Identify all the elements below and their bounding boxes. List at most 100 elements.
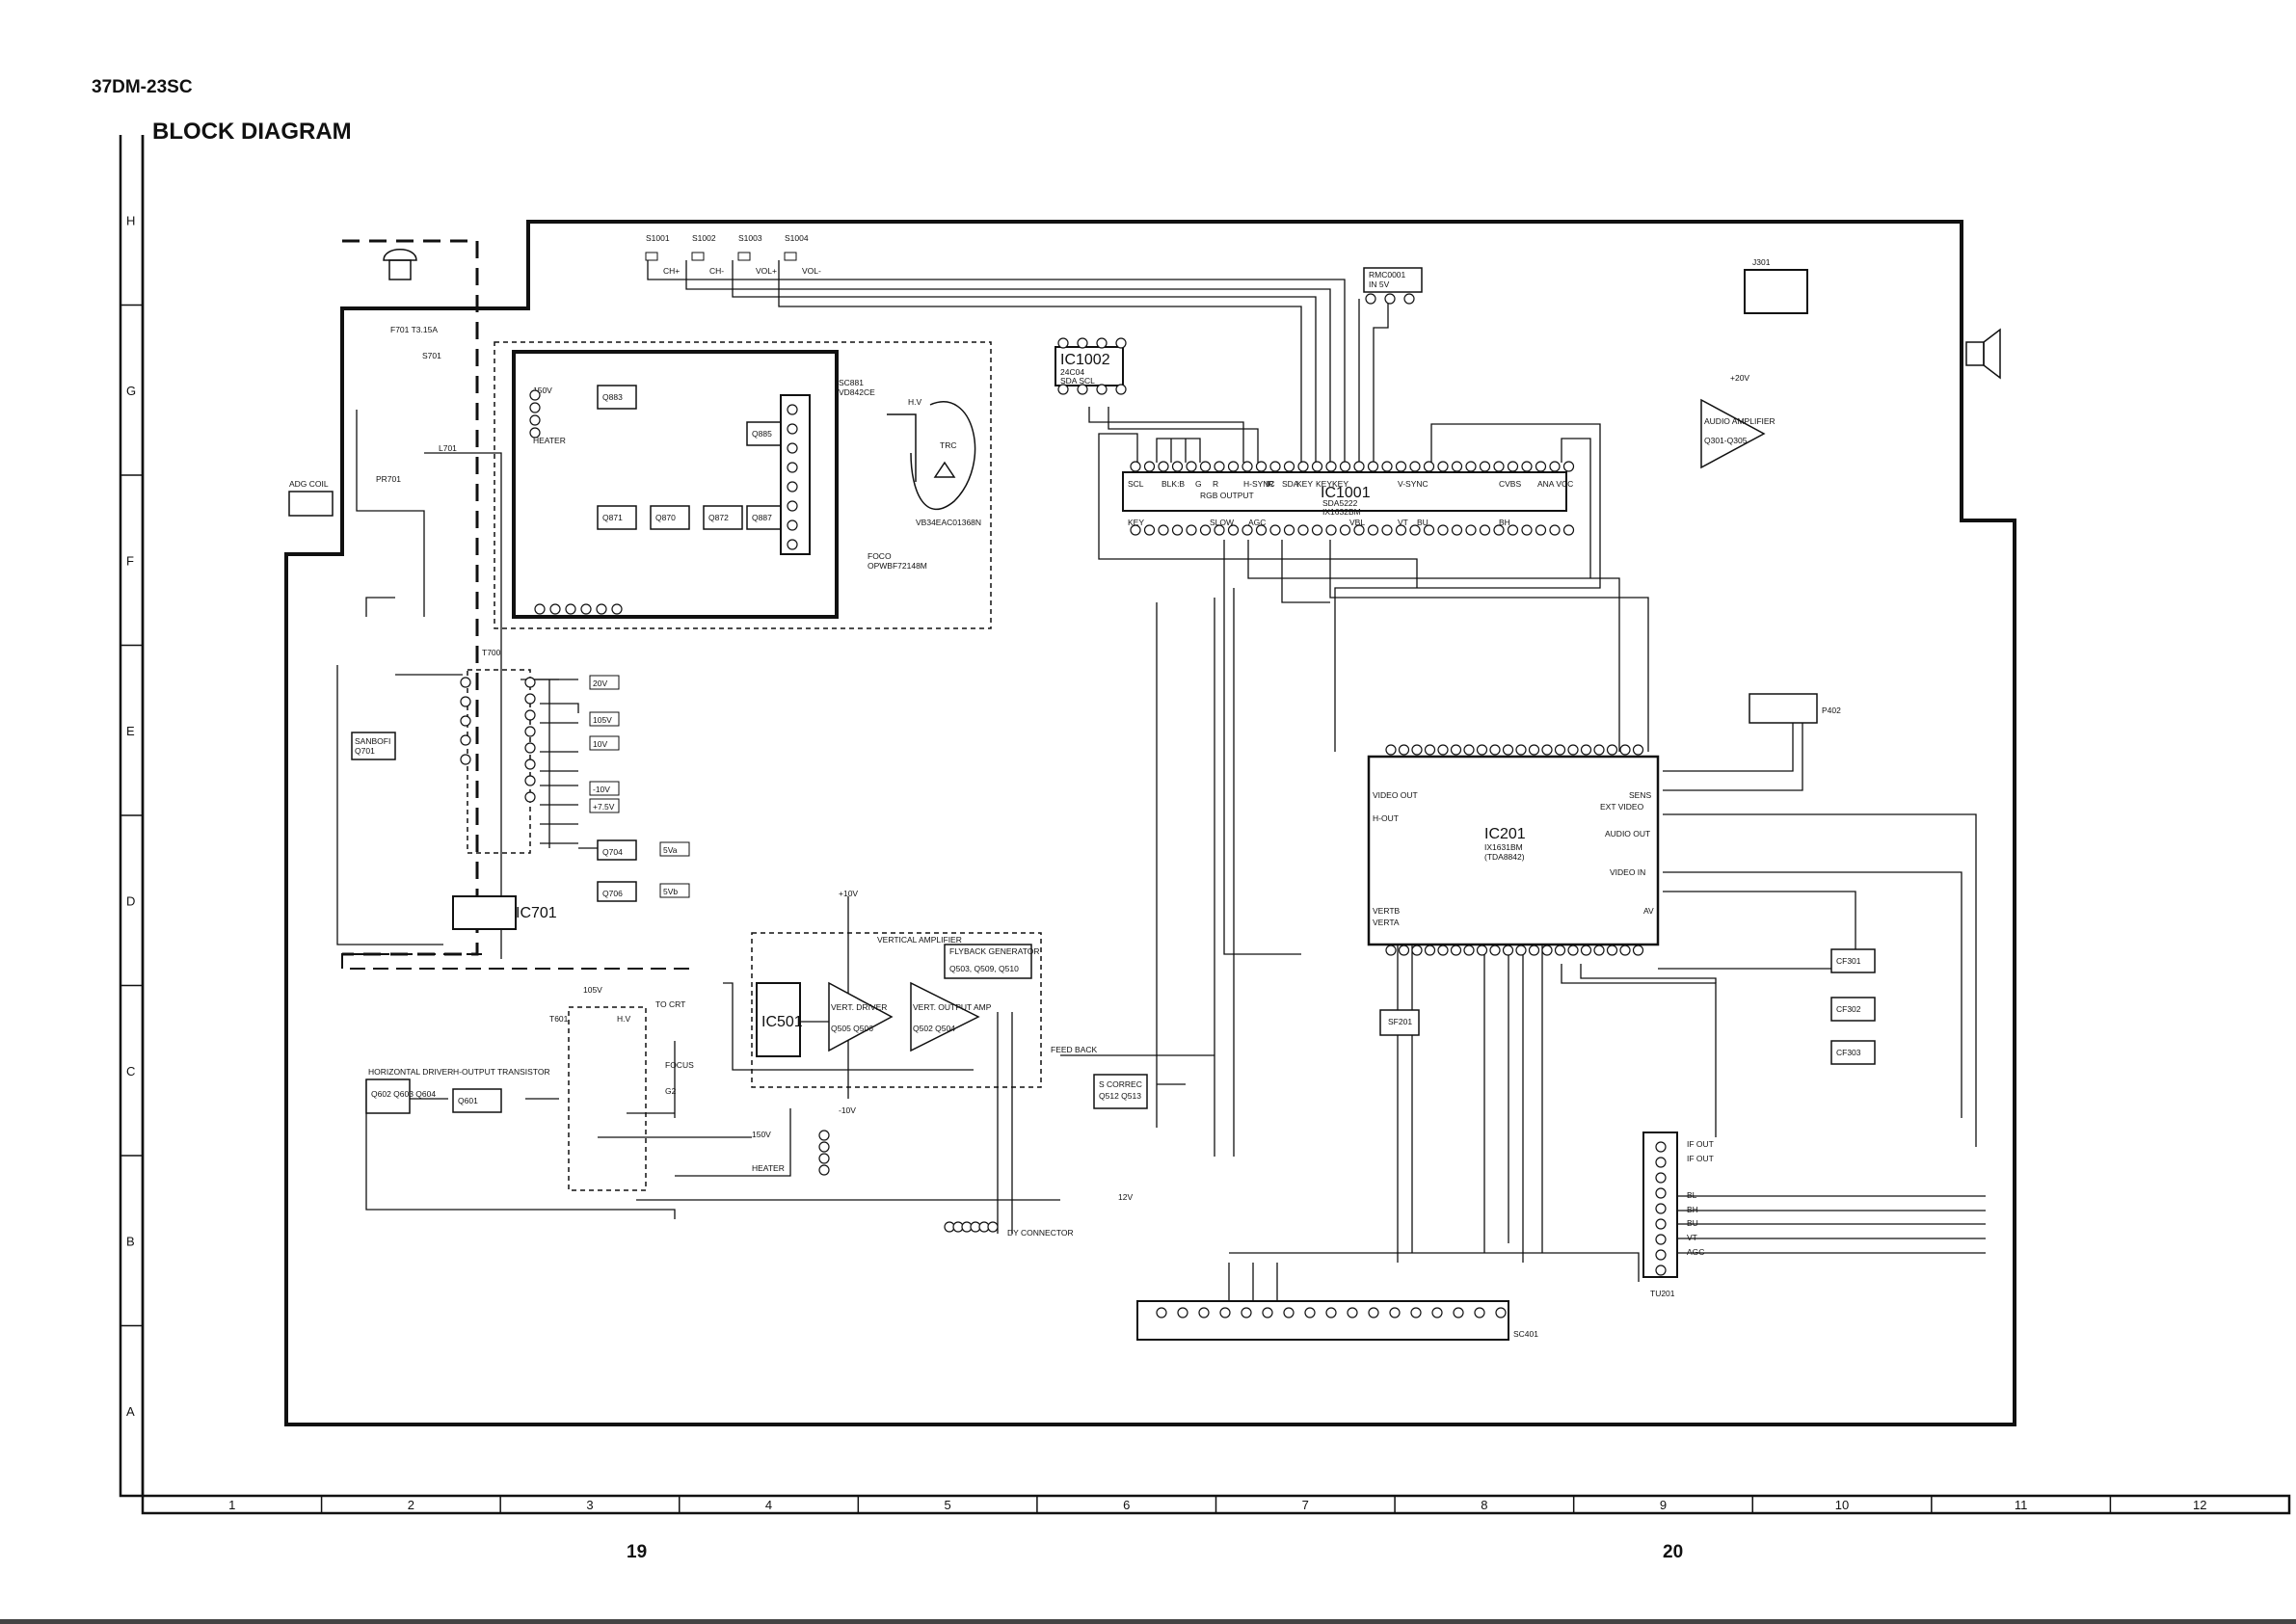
horiz-driver-sub: Q602 Q603 Q604 <box>371 1089 436 1099</box>
voltage-label: 5Va <box>663 845 678 855</box>
t700-pin <box>460 754 471 765</box>
ic201-pin <box>1450 945 1462 956</box>
t700-pin <box>524 693 536 705</box>
tuner-pin <box>1655 1172 1667 1184</box>
connector-pin <box>818 1130 830 1141</box>
ic201-pin <box>1463 744 1475 756</box>
ic1001-pin <box>1549 461 1561 472</box>
q887-label: Q887 <box>752 513 772 522</box>
switch-ref: S1003 <box>738 233 762 243</box>
scart-pin <box>1241 1307 1252 1318</box>
pin-label: KEY <box>1316 479 1332 489</box>
crt-label: VB34EAC01368N <box>916 518 981 527</box>
ic1001-pin <box>1143 524 1156 536</box>
sc881-pin <box>787 481 798 493</box>
ic1001-pin <box>1507 461 1519 472</box>
pin-label: BH <box>1499 518 1510 527</box>
ic1002-pin <box>1115 384 1127 395</box>
ic1001-pin <box>1130 524 1141 536</box>
ic201-pin <box>1554 744 1566 756</box>
sc881-pin <box>787 423 798 435</box>
sc881-pin <box>580 603 592 615</box>
scart-pin <box>1198 1307 1210 1318</box>
flyback-sub: Q503, Q509, Q510 <box>949 964 1019 973</box>
ic201-pin <box>1528 744 1540 756</box>
frame-row-label: A <box>126 1404 135 1419</box>
rmc-pins: IN 5V <box>1369 280 1390 289</box>
focus-label: FOCUS <box>665 1060 694 1070</box>
ic1001-pin <box>1465 524 1477 536</box>
g2-label: G2 <box>665 1086 677 1096</box>
vert-driver-amp <box>828 981 894 1052</box>
ic201-pin <box>1502 945 1514 956</box>
ic1001-pin <box>1171 524 1184 536</box>
scart-pin <box>1262 1307 1273 1318</box>
frame-row-label: G <box>126 384 136 398</box>
to-crt-label: TO CRT <box>655 999 685 1009</box>
video-out-label: VIDEO OUT <box>1373 790 1418 800</box>
ic201-sub: (TDA8842) <box>1484 852 1525 862</box>
voltage-box <box>659 841 690 857</box>
ic201-pin <box>1580 945 1592 956</box>
ic201-pin <box>1385 945 1397 956</box>
t700-pin <box>460 734 471 746</box>
audio-amp <box>1700 398 1766 469</box>
ic201-pin <box>1385 744 1397 756</box>
ic1001-pin <box>1199 524 1212 536</box>
vert-output-sub: Q502 Q504 <box>913 1024 955 1033</box>
ic1001-pin <box>1465 461 1477 472</box>
pr701-label: PR701 <box>376 474 401 484</box>
ic1001-pin <box>1493 524 1505 536</box>
frame-col-label: 1 <box>228 1498 235 1512</box>
ic1001-pin <box>1493 461 1505 472</box>
ic1001-pin <box>1479 461 1491 472</box>
pin-label: AGC <box>1248 518 1266 527</box>
ic1001-pin <box>1241 524 1253 536</box>
t700-pin <box>524 742 536 754</box>
ic1001-pin <box>1367 461 1379 472</box>
s-correc-label: S CORREC <box>1099 1079 1142 1089</box>
t700-pin <box>460 715 471 727</box>
frame-row-label: F <box>126 553 134 568</box>
grid-frame <box>119 135 2291 1515</box>
ic201-pin <box>1554 945 1566 956</box>
sc881-pin <box>787 404 798 415</box>
rmc-pin <box>1365 293 1376 305</box>
q706-box <box>597 881 637 902</box>
ic1001-pin <box>1186 461 1197 472</box>
tuner-pin <box>1655 1187 1667 1199</box>
sc881-label: SC881 <box>839 378 864 387</box>
ic501-box <box>756 982 801 1057</box>
ic201-pin <box>1606 945 1618 956</box>
sandofi-sub: Q701 <box>355 746 375 756</box>
vert-output-amp <box>910 981 980 1052</box>
frame-col-label: 2 <box>408 1498 414 1512</box>
ic1001-sub: IX1632BM <box>1322 507 1361 517</box>
sandofi-box <box>351 732 396 760</box>
ic1001-box <box>1122 471 1567 512</box>
ic1002-pin <box>1096 384 1108 395</box>
pin-label: KEY <box>1332 479 1348 489</box>
frame-col-label: 7 <box>1302 1498 1309 1512</box>
q704-label: Q704 <box>602 847 623 857</box>
foco-sub: OPWBF72148M <box>868 561 927 571</box>
t700-pin <box>524 791 536 803</box>
ic1001-pin <box>1367 524 1379 536</box>
scart-pin <box>1325 1307 1337 1318</box>
ic201-pin <box>1541 945 1553 956</box>
t700-pin <box>524 677 536 688</box>
switch-ref: S1001 <box>646 233 670 243</box>
dy-connector-label: DY CONNECTOR <box>1007 1228 1074 1238</box>
scart-pin <box>1453 1307 1464 1318</box>
page-number-right: 20 <box>1663 1542 1684 1562</box>
dy-pin <box>987 1221 999 1233</box>
ic201-pin <box>1424 744 1436 756</box>
sc881-pin <box>596 603 607 615</box>
ic1002-pin <box>1077 384 1088 395</box>
ic1002-label: IC1002 <box>1060 352 1110 368</box>
sc881-sub: VD842CE <box>839 387 875 397</box>
heater-label: HEATER <box>752 1163 785 1173</box>
sc881-pin <box>611 603 623 615</box>
ic1001-pin <box>1227 461 1240 472</box>
frame-row-label: E <box>126 724 135 738</box>
